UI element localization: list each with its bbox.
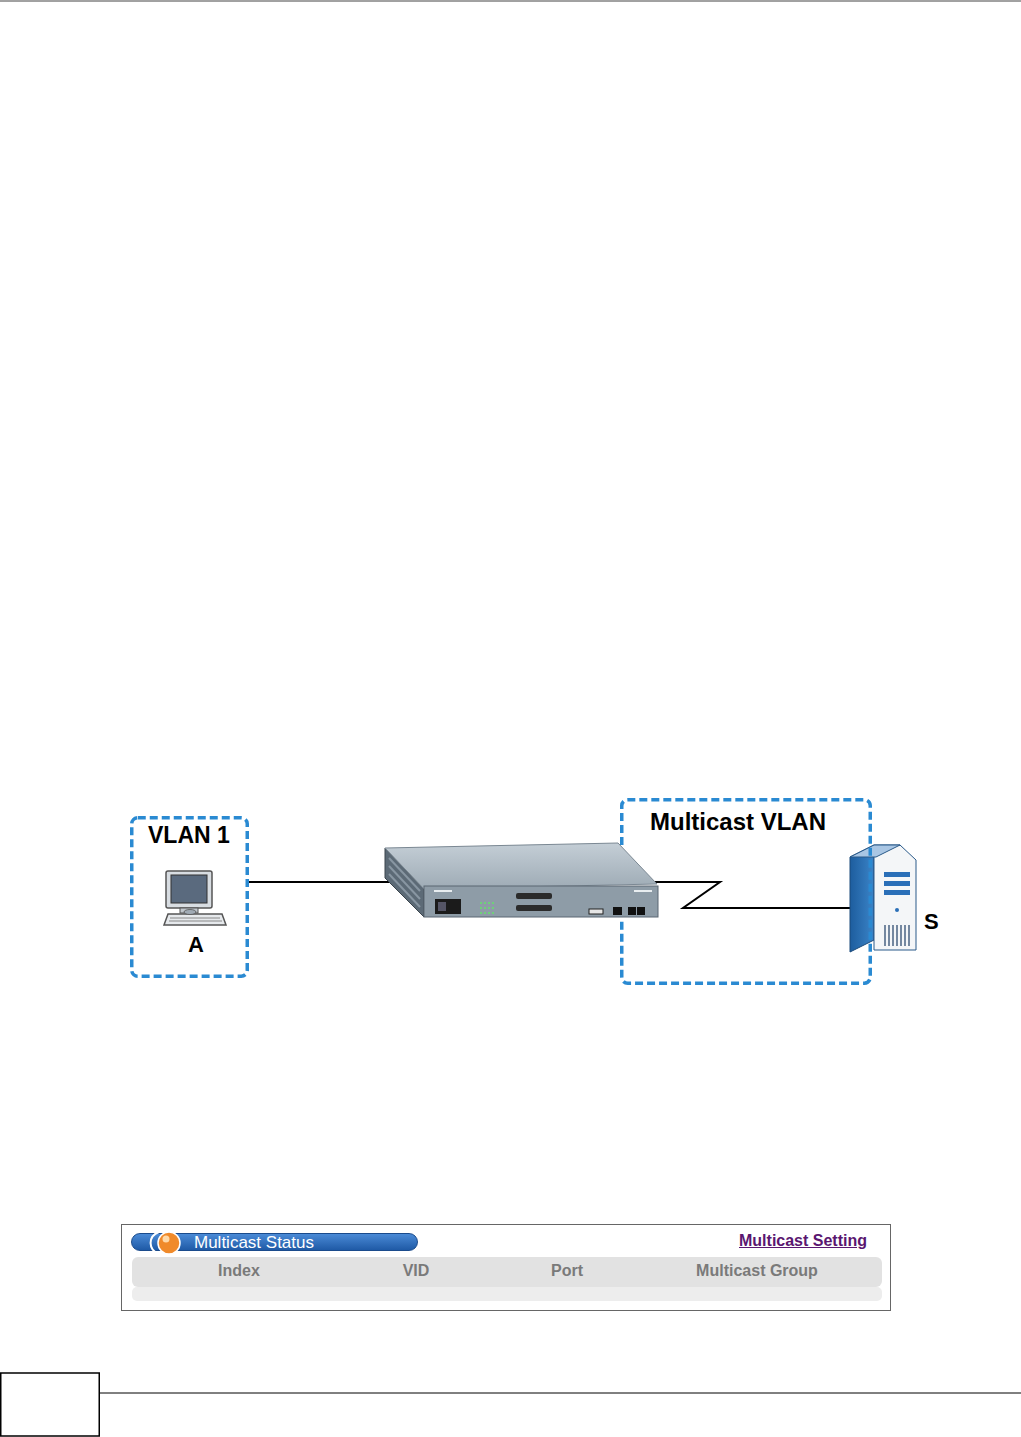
multicast-vlan-region: Multicast VLANS	[620, 798, 872, 985]
column-header: Index	[218, 1263, 260, 1279]
vlan-region: VLAN 1 A	[130, 816, 249, 978]
status-bulb	[132, 1234, 172, 1252]
panel-frame	[122, 1225, 891, 1311]
column-header: Multicast Group	[696, 1263, 818, 1279]
status-title-bar: Multicast Status	[131, 1233, 418, 1251]
computer-icon	[164, 871, 226, 925]
column-header: VID	[403, 1263, 430, 1279]
node-label: A	[188, 934, 204, 956]
page-number-box	[1, 1373, 100, 1436]
network-wire	[655, 882, 850, 908]
column-header: Port	[551, 1263, 583, 1279]
settings-link: Multicast Setting	[739, 1233, 867, 1249]
switch-device	[385, 843, 658, 917]
node-label: VLAN 1	[148, 824, 230, 847]
table-empty-row	[132, 1287, 882, 1301]
host-computer: A	[158, 866, 234, 960]
footer-rule	[99, 1393, 1021, 1394]
header-rule	[0, 1, 1021, 2]
table-header-row	[132, 1257, 882, 1287]
network-wire	[249, 881, 392, 883]
node-label: Multicast Status	[194, 1234, 314, 1251]
multicast-server: S	[845, 840, 947, 955]
node-label: Multicast VLAN	[650, 810, 826, 834]
node-label: S	[924, 911, 939, 933]
server-icon	[850, 845, 916, 952]
